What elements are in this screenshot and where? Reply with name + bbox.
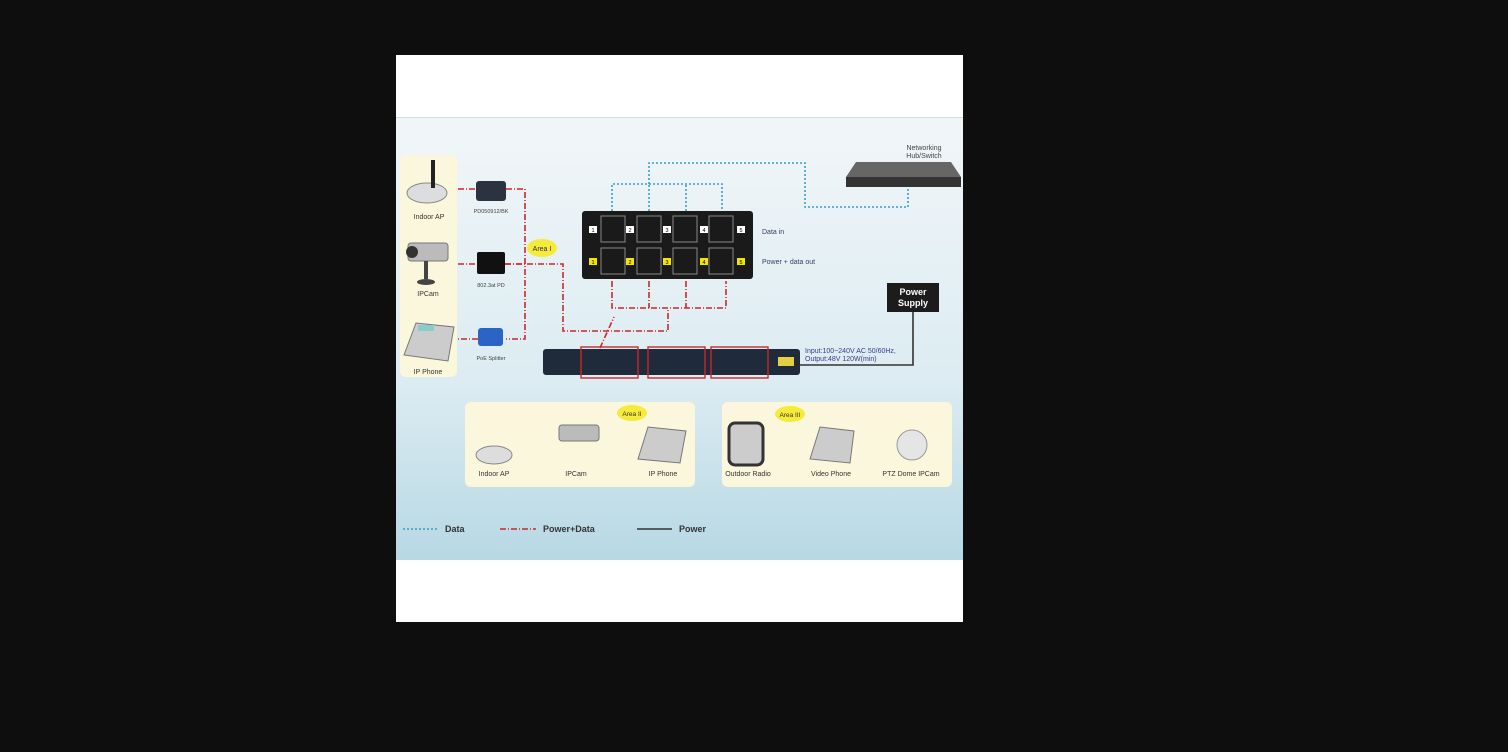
svg-text:3: 3: [665, 260, 668, 266]
data-in-label: Data in: [762, 229, 784, 236]
poe-rack-injector: [543, 346, 800, 379]
poe-splitter-label: PoE Splitter: [476, 356, 505, 362]
legend: Data Power+Data Power: [403, 524, 707, 534]
power-supply-label-line2: Supply: [898, 298, 928, 308]
area3-video-phone-label: Video Phone: [811, 471, 851, 478]
video-phone-icon: [809, 426, 855, 464]
ip-phone-label: IP Phone: [414, 369, 443, 376]
ipcam-icon: [558, 424, 600, 442]
ipcam-icon: [406, 242, 449, 285]
svg-text:2: 2: [628, 260, 631, 266]
802-3at-pd-icon: [477, 252, 505, 274]
area-2-panel: [465, 402, 695, 487]
left-device-panel: [400, 155, 457, 377]
legend-power-data: Power+Data: [543, 524, 596, 534]
area3-ptz-label: PTZ Dome IPCam: [882, 471, 939, 478]
svg-text:4: 4: [702, 260, 705, 266]
svg-text:Area I: Area I: [533, 246, 552, 253]
power-line: [800, 312, 914, 366]
ipcam-label: IPCam: [417, 291, 439, 298]
svg-text:1: 1: [591, 260, 594, 266]
area2-ip-phone-label: IP Phone: [649, 471, 678, 478]
svg-text:1: 1: [591, 228, 594, 234]
data-lines: [611, 162, 909, 211]
poe-diagram-image: Indoor AP IPCam IP Phone PD050912/BK 802…: [396, 55, 963, 622]
svg-text:3: 3: [665, 228, 668, 234]
area2-indoor-ap-label: Indoor AP: [479, 471, 510, 478]
poe-splitter-icon: [478, 328, 503, 346]
svg-text:5: 5: [739, 228, 742, 234]
indoor-ap-icon: [475, 445, 513, 465]
ip-phone-icon: [637, 426, 687, 464]
outdoor-radio-icon: [727, 421, 765, 467]
spec-output: Output:48V 120W(min): [805, 356, 877, 363]
802-3at-pd-label: 802.3at PD: [477, 283, 505, 289]
hub-label-line1: Networking: [906, 145, 941, 152]
spec-input: Input:100~240V AC 50/60Hz,: [805, 348, 896, 355]
area-3-badge: Area III: [775, 406, 805, 422]
svg-text:2: 2: [628, 228, 631, 234]
power-data-out-label: Power + data out: [762, 259, 815, 266]
legend-power: Power: [679, 524, 707, 534]
svg-text:4: 4: [702, 228, 705, 234]
ptz-dome-ipcam-icon: [896, 429, 928, 461]
svg-text:5: 5: [739, 260, 742, 266]
power-supply-box: [887, 283, 939, 312]
area2-ipcam-label: IPCam: [565, 471, 587, 478]
area-1-badge: Area I: [527, 239, 557, 257]
hub-label-line2: Hub/Switch: [906, 153, 942, 160]
svg-text:Area III: Area III: [780, 412, 801, 419]
pd050912-adapter-icon: [476, 181, 506, 201]
indoor-ap-label: Indoor AP: [414, 214, 445, 221]
svg-text:Area II: Area II: [622, 411, 641, 418]
pd050912-label: PD050912/BK: [474, 209, 509, 215]
indoor-ap-icon: [406, 160, 448, 204]
diagram: Indoor AP IPCam IP Phone PD050912/BK 802…: [396, 117, 963, 560]
area3-outdoor-radio-label: Outdoor Radio: [725, 471, 771, 478]
power-data-lines: [458, 188, 727, 349]
ip-phone-icon: [403, 322, 455, 362]
network-switch-icon: [846, 162, 961, 187]
area-2-badge: Area II: [617, 405, 647, 421]
power-supply-label-line1: Power: [899, 287, 927, 297]
poe-injector-panel: 1 2 3 4 5 1 2 3 4 5: [582, 211, 753, 279]
legend-data: Data: [445, 524, 466, 534]
